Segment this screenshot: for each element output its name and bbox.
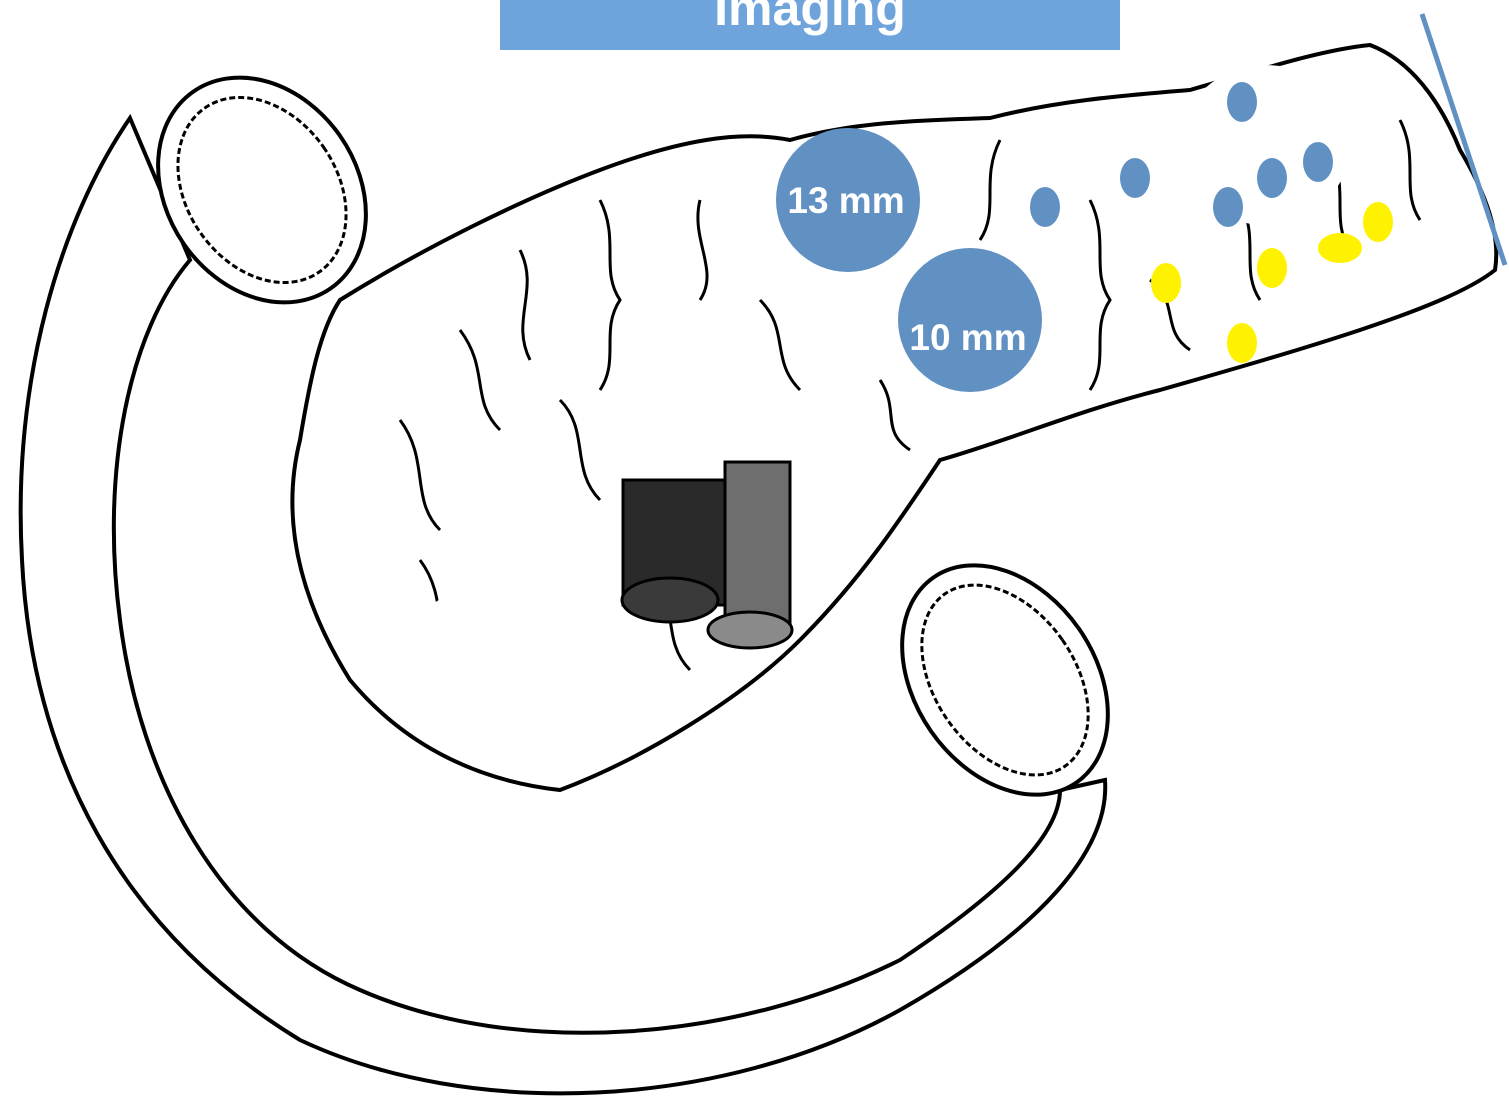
- lesion-13mm: 13 mm: [776, 128, 920, 272]
- yellow-lesion: [1151, 263, 1181, 303]
- yellow-lesion: [1227, 323, 1257, 363]
- blank-patch-head: [396, 590, 560, 754]
- lesion-10mm: 10 mm: [898, 248, 1042, 392]
- blue-lesion: [1213, 187, 1243, 227]
- yellow-lesion: [1257, 248, 1287, 288]
- blue-lesion: [1303, 142, 1333, 182]
- lesion-10mm-label: 10 mm: [909, 317, 1026, 358]
- blank-patch-bottom: [335, 795, 605, 960]
- blue-lesion: [1030, 187, 1060, 227]
- yellow-lesion: [1363, 202, 1393, 242]
- yellow-lesion: [1318, 233, 1362, 263]
- lesion-13mm-label: 13 mm: [787, 180, 904, 221]
- blue-lesion: [1257, 158, 1287, 198]
- blue-lesion: [1227, 82, 1257, 122]
- blue-lesion: [1120, 158, 1150, 198]
